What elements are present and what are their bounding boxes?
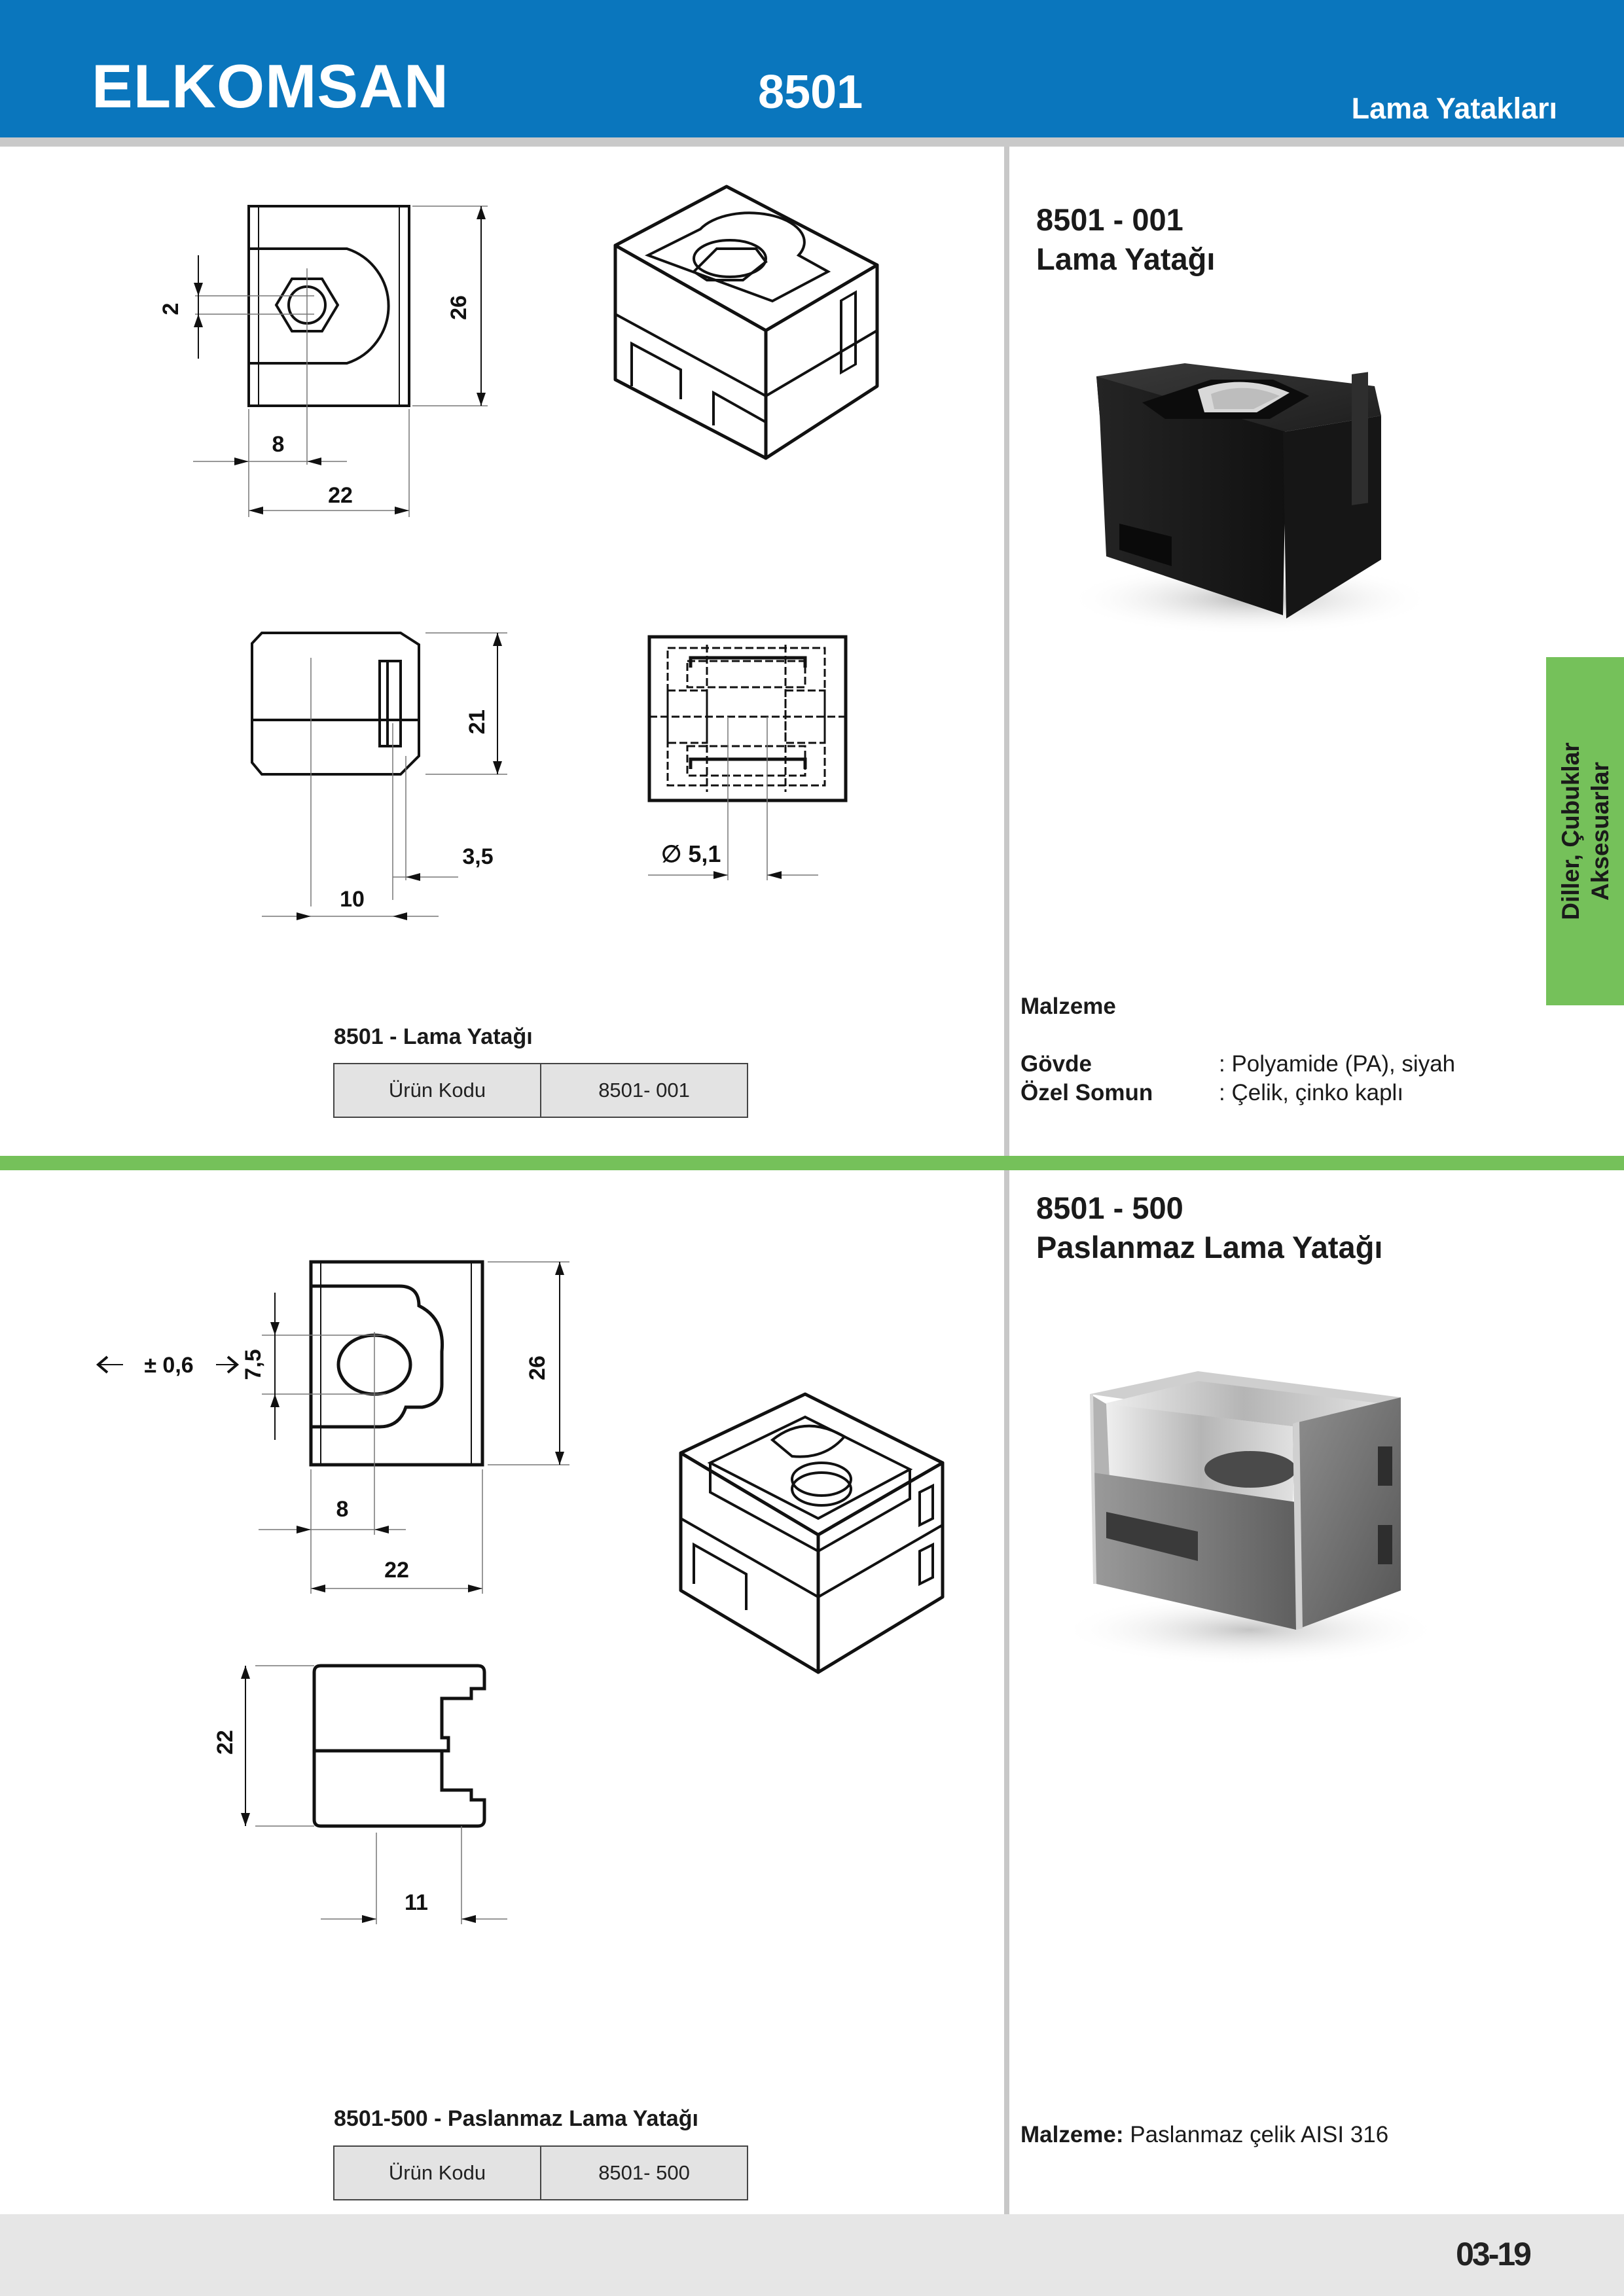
dim-10: 10 <box>340 887 365 912</box>
dim-tolerance: ± 0,6 <box>144 1353 193 1378</box>
isometric-drawing-1 <box>613 185 879 460</box>
dim-8: 8 <box>272 432 285 457</box>
product1-material-label-nut: Özel Somun <box>1020 1080 1153 1105</box>
product2-material: Malzeme: Paslanmaz çelik AISI 316 <box>1020 2122 1388 2148</box>
dim-22-b: 22 <box>384 1558 409 1583</box>
dim-11: 11 <box>405 1890 428 1915</box>
dim-7-5: 7,5 <box>241 1349 266 1380</box>
product1-code-label: Ürün Kodu <box>334 1064 541 1117</box>
product1-material-value-body: : Polyamide (PA), siyah <box>1219 1051 1456 1077</box>
product1-material-label-body: Gövde <box>1020 1051 1092 1077</box>
vertical-divider-bottom <box>1004 1170 1009 2214</box>
front-view-drawing-2: ± 0,6 7,5 26 8 22 <box>96 1260 569 1594</box>
page-header <box>0 0 1624 137</box>
page-footer <box>0 2214 1624 2296</box>
product1-caption: 8501 - Lama Yatağı <box>334 1024 533 1049</box>
header-shadow <box>0 137 1624 147</box>
product2-code-label: Ürün Kodu <box>334 2147 541 2199</box>
product1-material-value-nut: : Çelik, çinko kaplı <box>1219 1080 1404 1105</box>
side-tab-line1: Diller, Çubuklar <box>1557 742 1584 920</box>
isometric-drawing-2 <box>679 1392 945 1674</box>
side-tab-line2: Aksesuarlar <box>1586 762 1614 901</box>
dim-26: 26 <box>446 295 471 320</box>
side-view-drawing-2: 22 11 <box>213 1664 507 1924</box>
product1-code-value: 8501- 001 <box>598 1079 690 1102</box>
product2-material-label: Malzeme: <box>1020 2122 1124 2147</box>
dim-diameter: ∅ 5,1 <box>661 840 721 867</box>
product1-material-heading: Malzeme <box>1020 994 1116 1019</box>
product2-caption: 8501-500 - Paslanmaz Lama Yatağı <box>334 2106 698 2131</box>
model-number: 8501 <box>758 66 863 118</box>
page-number: 03-19 <box>1456 2236 1532 2272</box>
section-separator <box>0 1156 1624 1170</box>
dim-22-side: 22 <box>213 1730 238 1755</box>
product2-name: Paslanmaz Lama Yatağı <box>1036 1230 1383 1265</box>
side-category-tab: Diller, Çubuklar Aksesuarlar <box>1546 657 1624 1005</box>
dim-22: 22 <box>328 483 353 508</box>
product2-material-value: Paslanmaz çelik AISI 316 <box>1130 2122 1389 2147</box>
dim-2: 2 <box>158 303 183 315</box>
dim-3-5: 3,5 <box>462 844 493 869</box>
product2-code-table: Ürün Kodu 8501- 500 <box>333 2145 748 2200</box>
dim-8-b: 8 <box>336 1497 349 1522</box>
dim-26-b: 26 <box>525 1355 550 1380</box>
product2-code-title: 8501 - 500 <box>1036 1191 1183 1225</box>
side-view-drawing-1: 21 3,5 10 <box>251 632 507 920</box>
section-view-drawing-1: ∅ 5,1 <box>647 635 848 880</box>
product1-name: Lama Yatağı <box>1036 242 1216 276</box>
brand-logo-text: ELKOMSAN <box>92 52 449 120</box>
category-title: Lama Yatakları <box>1351 92 1557 125</box>
product1-code-table: Ürün Kodu 8501- 001 <box>333 1063 748 1118</box>
vertical-divider-top <box>1004 147 1009 1156</box>
product1-code-title: 8501 - 001 <box>1036 202 1183 237</box>
product2-code-value: 8501- 500 <box>598 2161 690 2184</box>
dim-21: 21 <box>465 709 490 734</box>
front-view-drawing-1: 2 26 8 22 <box>158 205 488 517</box>
product-photo-8501-001 <box>1067 363 1434 635</box>
product-photo-8501-500 <box>1060 1371 1440 1666</box>
